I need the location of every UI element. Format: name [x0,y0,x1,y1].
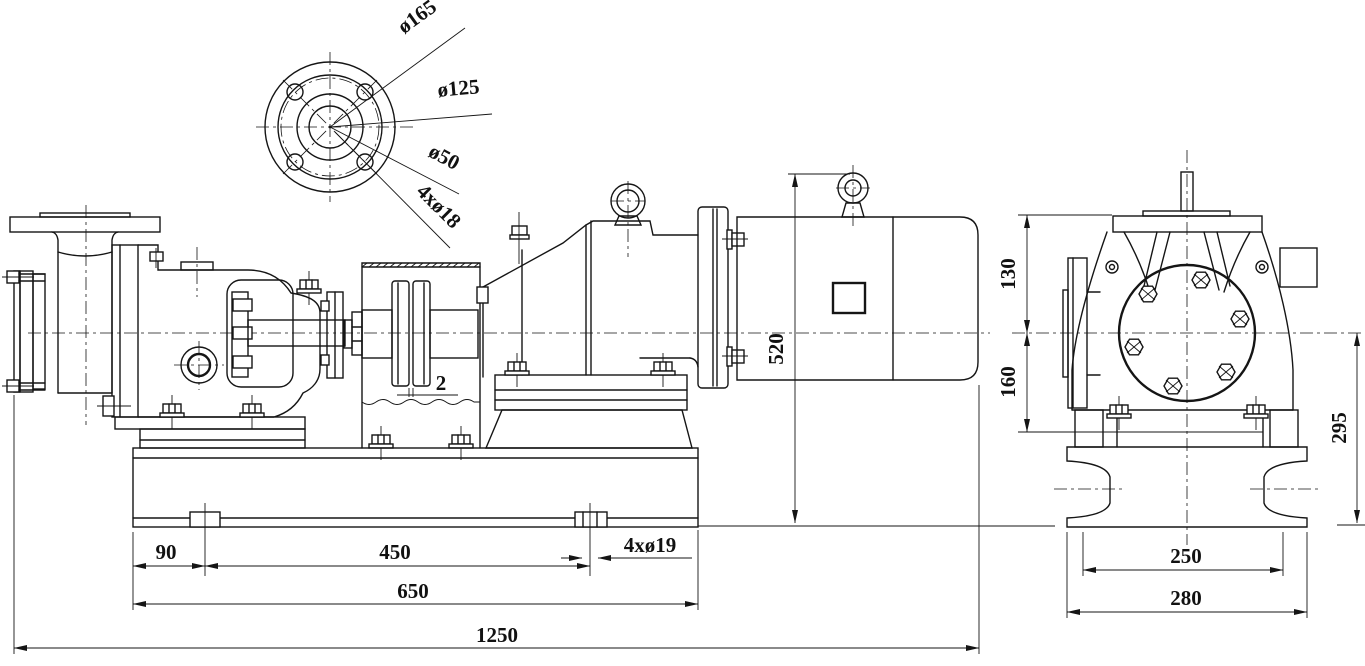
dim-anchor-holes: 4xø19 [624,533,677,557]
dim-axis-to-flange-top: 130 [996,258,1020,290]
dim-foot-hole-offset: 90 [156,540,177,564]
discharge-flange-detail-view: ø165 ø125 ø50 4xø18 [264,0,493,249]
dim-base-hole-spacing: 250 [1170,544,1202,568]
dim-flange-od: ø165 [393,0,441,38]
guard-hatching [361,262,480,268]
dim-bolt-circle: ø125 [436,74,480,102]
centerlines [28,52,1365,545]
dim-overall-length: 1250 [476,623,518,647]
dim-bore: ø50 [425,139,464,175]
dimensions: 2 90 450 650 1250 4xø19 520 130 160 295 … [13,173,1365,654]
dim-axis-to-base-bottom: 295 [1327,412,1351,444]
dim-axis-to-mount-face: 160 [996,366,1020,398]
pump-unit-side-view [2,172,979,576]
dim-foot-hole-spacing: 450 [379,540,411,564]
dim-flange-bolt-holes: 4xø18 [412,179,466,233]
dim-motor-top-height: 520 [764,333,788,365]
dim-baseplate-length: 650 [397,579,429,603]
pump-end-view [1062,171,1318,528]
dim-base-width: 280 [1170,586,1202,610]
dim-coupling-gap: 2 [436,371,447,395]
